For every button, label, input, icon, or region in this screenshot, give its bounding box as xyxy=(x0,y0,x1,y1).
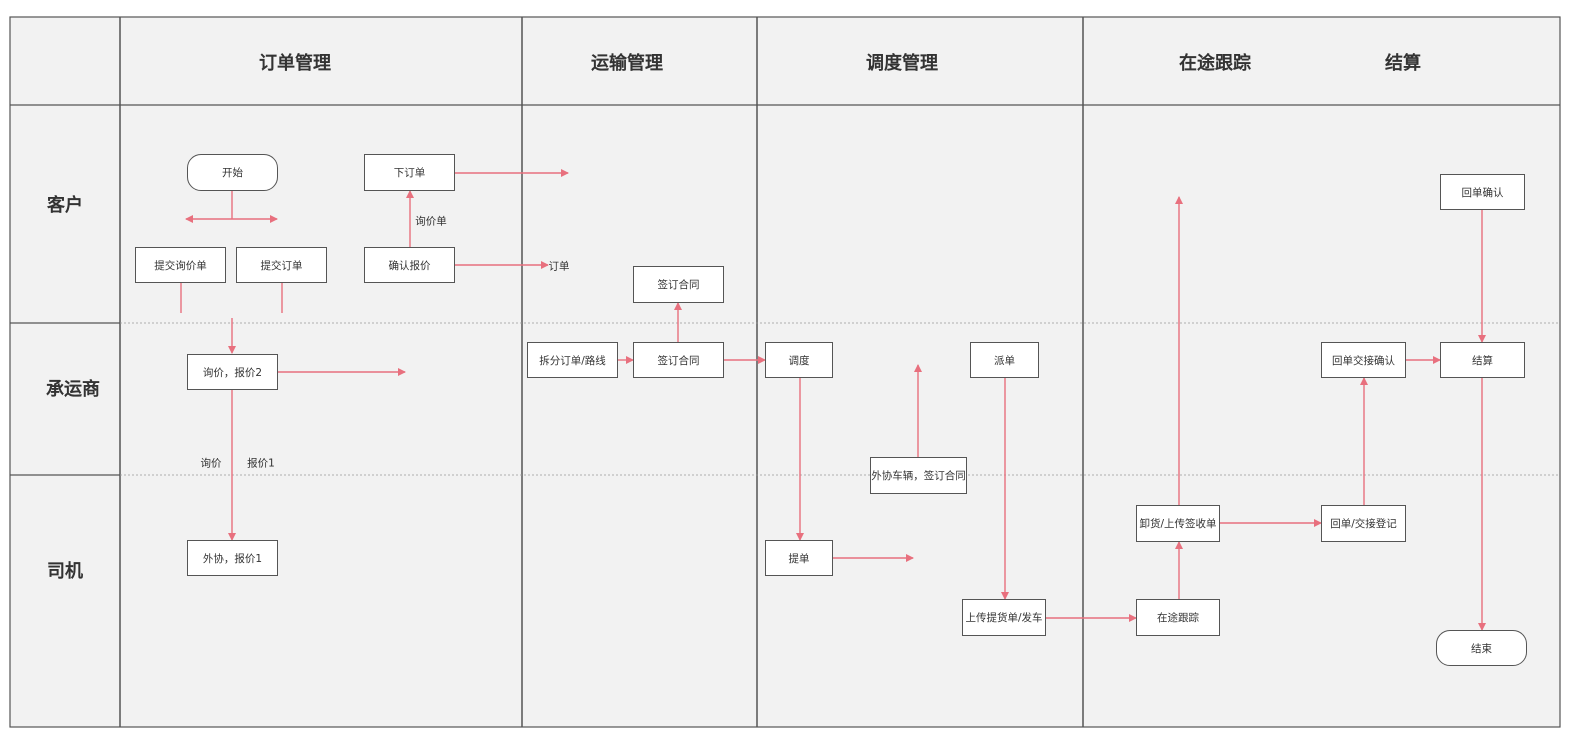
column-header-settlement: 结算 xyxy=(1385,53,1421,74)
node-in-transit: 在途跟踪 xyxy=(1136,599,1220,636)
column-header-transport-management: 运输管理 xyxy=(591,53,663,74)
edge-label-inquiry-sheet: 询价单 xyxy=(415,215,447,228)
node-pickup: 提单 xyxy=(765,540,833,576)
node-outsource-quote1: 外协，报价1 xyxy=(187,540,278,576)
node-place-order: 下订单 xyxy=(364,154,455,191)
edge-label-quote1: 报价1 xyxy=(247,457,275,470)
node-end: 结束 xyxy=(1436,630,1527,666)
row-label-carrier: 承运商 xyxy=(46,379,100,400)
node-sign-contract-top: 签订合同 xyxy=(633,266,724,303)
node-sign-contract: 签订合同 xyxy=(633,342,724,378)
node-split-order: 拆分订单/路线 xyxy=(527,342,618,378)
node-receipt-register: 回单/交接登记 xyxy=(1321,505,1406,542)
row-label-customer: 客户 xyxy=(47,195,83,216)
node-inquiry-quote2: 询价，报价2 xyxy=(187,354,278,390)
node-dispatch: 调度 xyxy=(765,342,833,378)
node-settle: 结算 xyxy=(1440,342,1525,378)
node-receipt-confirm-customer: 回单确认 xyxy=(1440,174,1525,210)
node-unload-upload: 卸货/上传签收单 xyxy=(1136,505,1220,542)
edges xyxy=(180,169,1486,631)
node-start: 开始 xyxy=(187,154,278,191)
node-outsource-vehicle: 外协车辆，签订合同 xyxy=(870,457,967,494)
column-header-dispatch-management: 调度管理 xyxy=(866,53,938,74)
column-header-order-management: 订单管理 xyxy=(259,53,331,74)
node-upload-depart: 上传提货单/发车 xyxy=(962,599,1046,636)
node-receipt-confirm-carrier: 回单交接确认 xyxy=(1321,342,1406,378)
node-assign: 派单 xyxy=(970,342,1039,378)
row-label-driver: 司机 xyxy=(47,561,83,582)
edge-label-inquiry: 询价 xyxy=(200,457,222,470)
edge-label-order: 订单 xyxy=(548,258,570,274)
node-submit-inquiry: 提交询价单 xyxy=(135,247,226,283)
column-header-in-transit-tracking: 在途跟踪 xyxy=(1179,53,1251,74)
node-submit-order: 提交订单 xyxy=(236,247,327,283)
node-confirm-quote: 确认报价 xyxy=(364,247,455,283)
